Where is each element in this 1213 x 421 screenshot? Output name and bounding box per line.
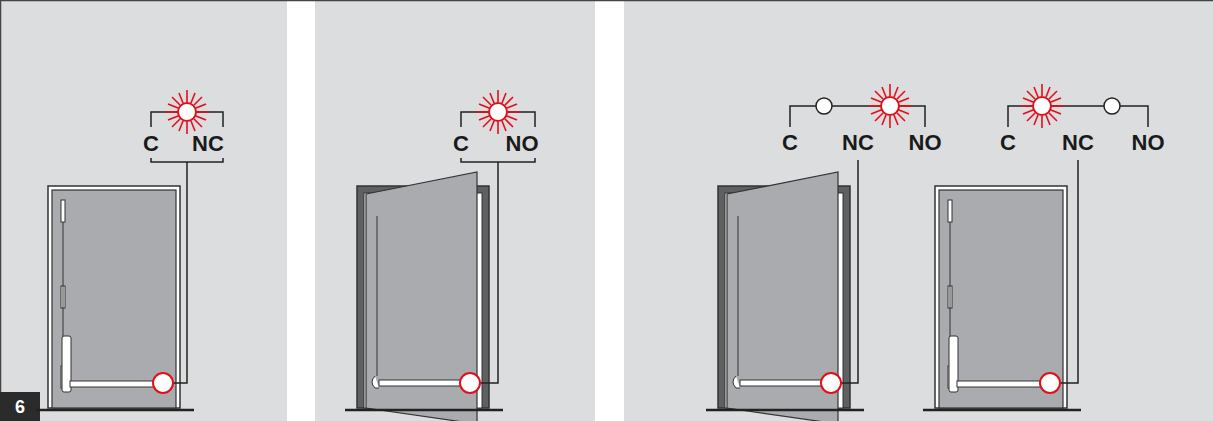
- terminal-name: C: [782, 132, 798, 154]
- terminal-name: NC: [192, 133, 224, 155]
- terminal-name: NO: [1132, 132, 1165, 154]
- terminal-name: NC: [1062, 132, 1094, 154]
- terminal-name: C: [453, 133, 469, 155]
- terminal-name: C: [143, 133, 159, 155]
- terminal-name: C: [1000, 132, 1016, 154]
- terminal-name: NC: [842, 132, 874, 154]
- figure-number: 6: [15, 398, 25, 416]
- terminal-name: NO: [506, 133, 539, 155]
- terminal-name: NO: [909, 132, 942, 154]
